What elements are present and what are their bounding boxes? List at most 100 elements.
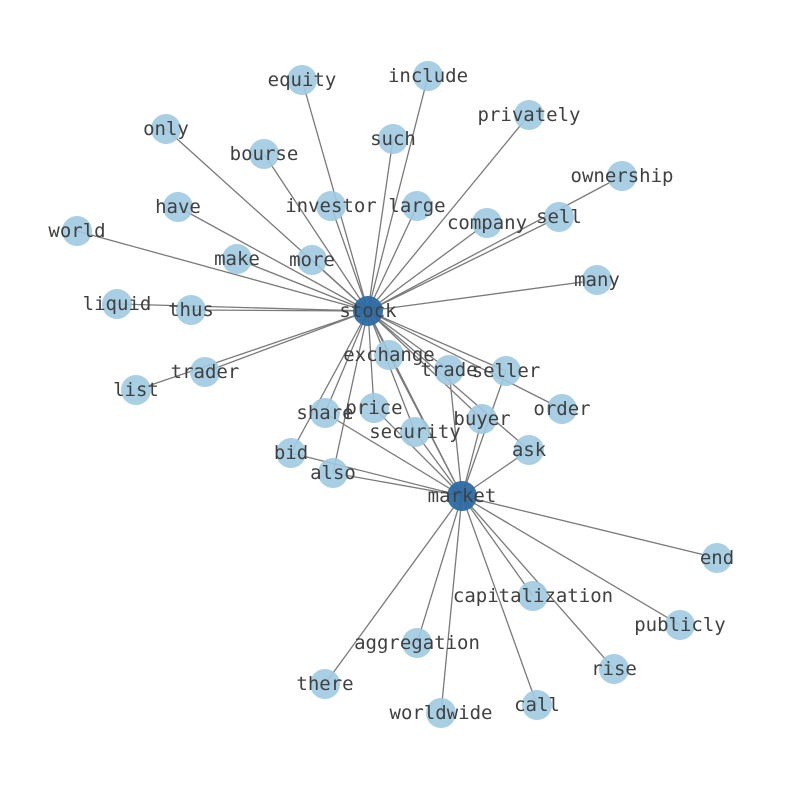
node-many — [582, 265, 612, 295]
node-such — [378, 124, 408, 154]
edge-stock-buyer — [367, 310, 483, 420]
node-label-end: end — [700, 547, 734, 569]
node-label-bid: bid — [274, 442, 308, 464]
edge-stock-liquid — [116, 303, 369, 312]
node-label-stock: stock — [339, 300, 397, 322]
edge-stock-list — [135, 310, 369, 391]
node-include — [413, 61, 443, 91]
edge-stock-bourse — [263, 153, 369, 312]
node-label-investor: investor — [285, 195, 377, 217]
node-trader — [190, 357, 220, 387]
node-label-large: large — [388, 195, 445, 217]
node-more — [297, 245, 327, 275]
edge-market-trade — [448, 369, 463, 497]
node-label-privately: privately — [478, 104, 581, 126]
node-label-company: company — [447, 212, 527, 234]
node-buyer — [467, 404, 497, 434]
node-label-ask: ask — [512, 439, 547, 461]
node-label-ownership: ownership — [571, 165, 674, 187]
edge-market-there — [324, 495, 463, 685]
node-equity — [287, 65, 317, 95]
edge-market-publicly — [461, 495, 681, 626]
node-layer — [62, 61, 732, 728]
node-label-thus: thus — [168, 299, 214, 321]
node-label-security: security — [369, 421, 461, 443]
node-label-equity: equity — [268, 69, 337, 91]
node-order — [547, 394, 577, 424]
edge-stock-price — [367, 310, 375, 409]
edge-stock-ownership — [367, 175, 623, 312]
node-stock — [353, 296, 383, 326]
node-label-make: make — [214, 248, 260, 270]
edge-market-price — [373, 407, 463, 497]
edge-market-also — [332, 472, 463, 497]
edge-stock-world — [76, 230, 369, 312]
node-label-share: share — [296, 402, 353, 424]
edge-stock-also — [332, 310, 369, 474]
edge-market-worldwide — [440, 495, 463, 714]
node-liquid — [102, 289, 132, 319]
node-label-capitalization: capitalization — [453, 585, 613, 607]
edge-stock-bid — [290, 310, 369, 454]
node-trade — [434, 355, 464, 385]
node-label-include: include — [388, 65, 468, 87]
node-bid — [276, 438, 306, 468]
node-there — [310, 669, 340, 699]
node-label-seller: seller — [472, 360, 541, 382]
node-label-publicly: publicly — [634, 614, 726, 636]
edge-stock-trader — [204, 310, 369, 373]
node-exchange — [374, 340, 404, 370]
edge-stock-seller — [367, 310, 507, 372]
node-share — [310, 398, 340, 428]
node-price — [359, 393, 389, 423]
node-market — [447, 481, 477, 511]
node-label-order: order — [533, 398, 590, 420]
edge-stock-have — [177, 206, 369, 312]
node-label-there: there — [296, 673, 353, 695]
node-call — [522, 690, 552, 720]
edge-stock-sell — [367, 216, 560, 312]
node-publicly — [665, 610, 695, 640]
edge-stock-order — [367, 310, 563, 410]
edge-market-aggregation — [416, 495, 463, 644]
node-only — [151, 114, 181, 144]
node-label-aggregation: aggregation — [354, 632, 480, 654]
node-company — [472, 208, 502, 238]
node-label-world: world — [48, 220, 105, 242]
node-label-exchange: exchange — [343, 344, 435, 366]
edge-stock-such — [367, 138, 394, 312]
node-world — [62, 216, 92, 246]
node-worldwide — [426, 698, 456, 728]
node-large — [402, 191, 432, 221]
edge-stock-investor — [330, 205, 369, 312]
node-rise — [599, 654, 629, 684]
node-label-price: price — [345, 397, 402, 419]
edge-market-call — [461, 495, 538, 706]
edge-stock-make — [236, 258, 369, 312]
edge-stock-privately — [367, 114, 530, 312]
node-label-call: call — [514, 694, 560, 716]
node-label-trade: trade — [420, 359, 477, 381]
node-label-many: many — [574, 269, 620, 291]
edge-market-capitalization — [461, 495, 534, 597]
node-label-such: such — [370, 128, 416, 150]
edge-stock-security — [367, 310, 416, 433]
edge-stock-trade — [367, 310, 450, 371]
edge-stock-thus — [190, 309, 369, 312]
node-seller — [491, 356, 521, 386]
node-label-have: have — [155, 196, 201, 218]
edge-market-share — [324, 412, 463, 497]
node-end — [702, 543, 732, 573]
node-thus — [176, 295, 206, 325]
edge-market-end — [461, 495, 718, 559]
edge-stock-large — [367, 205, 418, 312]
node-label-sell: sell — [536, 206, 582, 228]
node-label-only: only — [143, 118, 189, 140]
node-bourse — [249, 139, 279, 169]
node-make — [222, 244, 252, 274]
edge-stock-many — [367, 279, 598, 312]
node-investor — [316, 191, 346, 221]
edge-stock-company — [367, 222, 488, 312]
node-ask — [514, 435, 544, 465]
